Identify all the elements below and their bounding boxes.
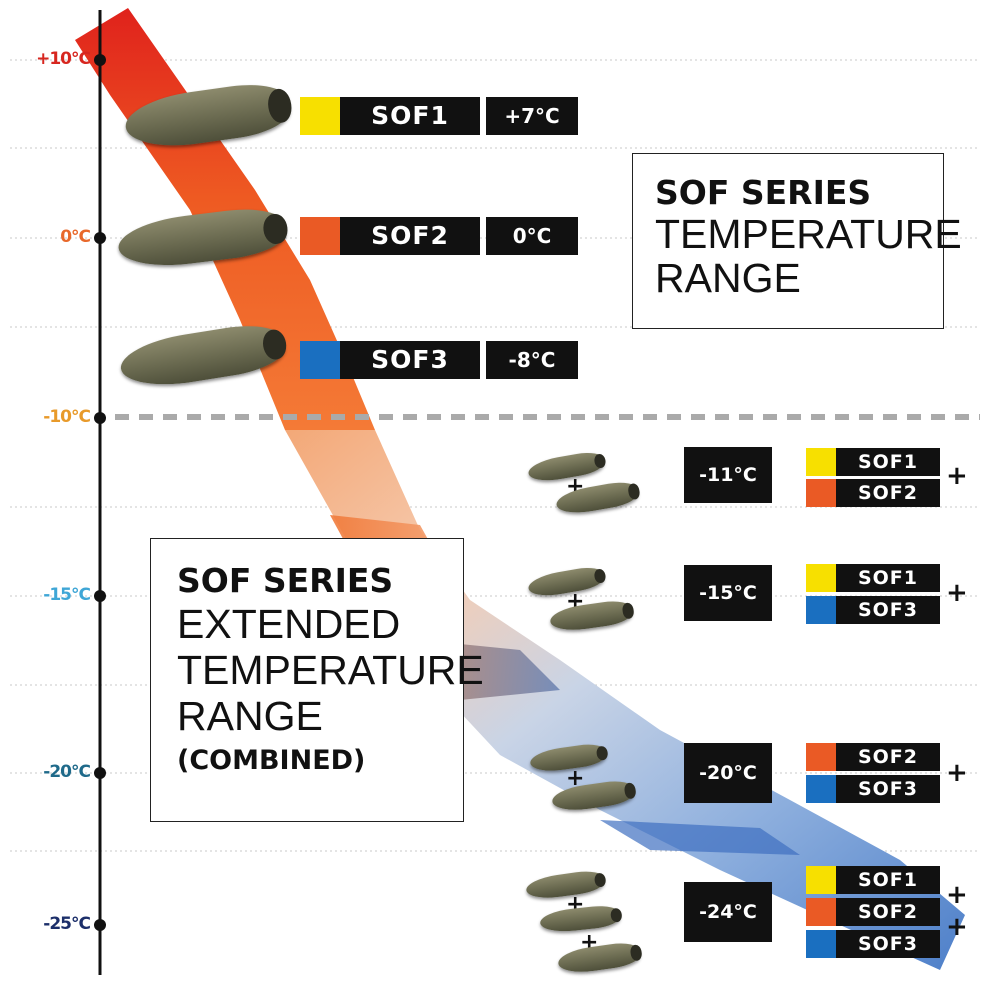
extended-title-series-name: SOF SERIES xyxy=(177,561,394,600)
axis-label-minus-20: -20°C xyxy=(43,762,91,782)
axis-label-minus-25: -25°C xyxy=(43,914,91,934)
sof1-name-label: SOF1 xyxy=(340,97,480,135)
combo-11-plus-labels: + xyxy=(946,461,968,491)
axis-label-0: 0°C xyxy=(60,227,91,247)
combo-24-plus-labels-2: + xyxy=(946,912,968,942)
extended-title-line-temperature: TEMPERATURE xyxy=(177,647,484,693)
axis-label-minus-15: -15°C xyxy=(43,585,91,605)
combo-15-temperature-label: -15°C xyxy=(684,565,772,621)
band-stripe-3 xyxy=(600,820,800,855)
sof1-temperature-label: +7°C xyxy=(486,97,578,135)
extended-title-line-combined: (COMBINED) xyxy=(177,745,366,776)
combo-24-plus-labels-1: + xyxy=(946,880,968,910)
combo-20-swatch-1 xyxy=(806,743,836,771)
extended-temperature-range-title-box: SOF SERIES EXTENDED TEMPERATURE RANGE (C… xyxy=(150,538,484,822)
combo-24-name-1: SOF1 xyxy=(836,866,940,894)
combo-15-plus-labels: + xyxy=(946,578,968,608)
combo-11-swatch-2 xyxy=(806,479,836,507)
combo-24-swatch-1 xyxy=(806,866,836,894)
combo-11-swatch-1 xyxy=(806,448,836,476)
combo-24-swatch-2 xyxy=(806,898,836,926)
sof2-name-label: SOF2 xyxy=(340,217,480,255)
temperature-range-title-box: SOF SERIES TEMPERATURE RANGE xyxy=(632,153,962,329)
combo-11-temperature-label: -11°C xyxy=(684,447,772,503)
combo-24-name-3: SOF3 xyxy=(836,930,940,958)
combo-24-swatch-3 xyxy=(806,930,836,958)
sof3-color-swatch xyxy=(300,341,340,379)
combo-15-name-2: SOF3 xyxy=(836,596,940,624)
extended-title-line-extended: EXTENDED xyxy=(177,601,401,647)
combo-24-name-2: SOF2 xyxy=(836,898,940,926)
extended-title-line-range: RANGE xyxy=(177,693,323,739)
sof2-temperature-label: 0°C xyxy=(486,217,578,255)
combo-24-temperature-label: -24°C xyxy=(684,882,772,942)
axis-label-minus-10: -10°C xyxy=(43,407,91,427)
sof1-color-swatch xyxy=(300,97,340,135)
sof3-name-label: SOF3 xyxy=(340,341,480,379)
combo-20-name-1: SOF2 xyxy=(836,743,940,771)
title-line-range: RANGE xyxy=(655,255,801,301)
combo-15-swatch-1 xyxy=(806,564,836,592)
extended-temperature-band xyxy=(285,430,965,970)
sof3-temperature-label: -8°C xyxy=(486,341,578,379)
combo-11-name-1: SOF1 xyxy=(836,448,940,476)
axis-dots xyxy=(94,54,106,931)
combo-11-name-2: SOF2 xyxy=(836,479,940,507)
combo-20-name-2: SOF3 xyxy=(836,775,940,803)
combo-20-swatch-2 xyxy=(806,775,836,803)
title-series-name: SOF SERIES xyxy=(655,173,872,212)
axis-label-plus-10: +10°C xyxy=(36,49,91,69)
combo-20-temperature-label: -20°C xyxy=(684,743,772,803)
sof2-color-swatch xyxy=(300,217,340,255)
combo-15-name-1: SOF1 xyxy=(836,564,940,592)
combo-15-swatch-2 xyxy=(806,596,836,624)
title-line-temperature: TEMPERATURE xyxy=(655,211,962,257)
combo-20-plus-labels: + xyxy=(946,758,968,788)
